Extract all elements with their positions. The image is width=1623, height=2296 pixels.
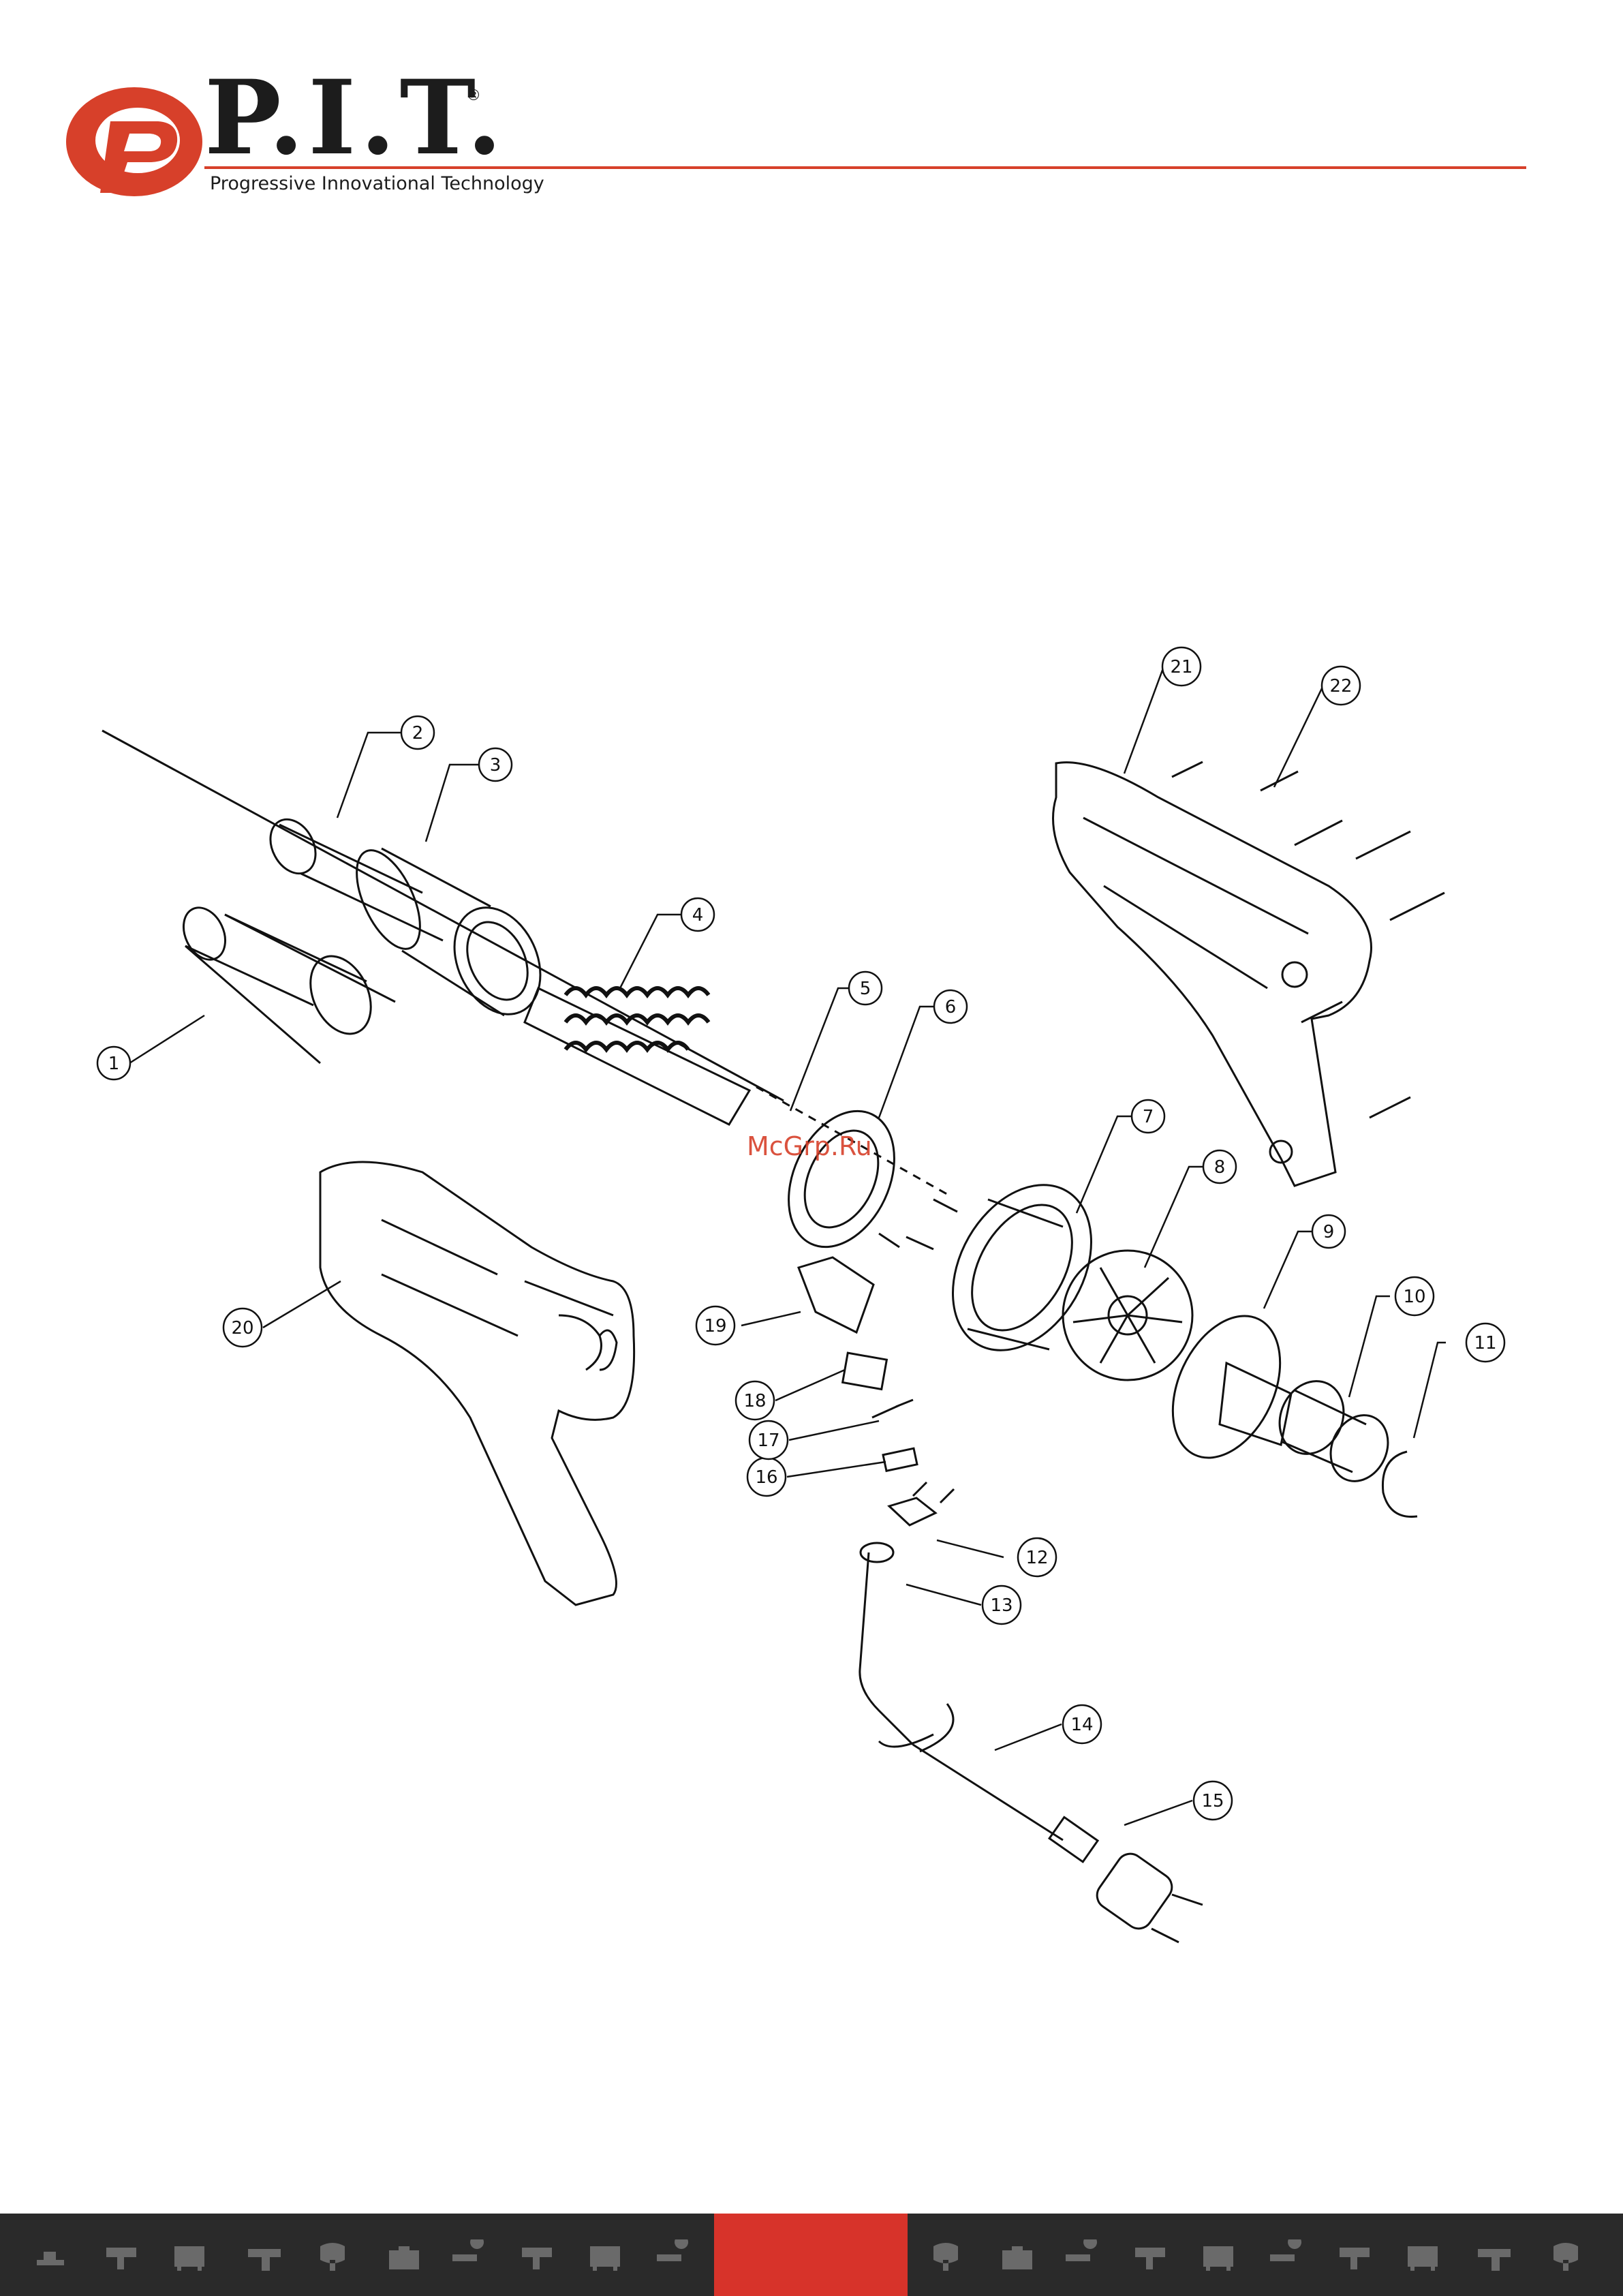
page-footer — [0, 2214, 1623, 2296]
callout-2: 2 — [401, 716, 434, 749]
grinder-icon — [450, 2239, 491, 2274]
svg-text:5: 5 — [860, 979, 871, 999]
svg-text:12: 12 — [1025, 1548, 1048, 1568]
callouts: 1 2 3 4 5 6 7 8 9 10 11 12 13 14 15 16 1… — [97, 647, 1504, 1820]
svg-text:17: 17 — [757, 1430, 779, 1451]
part-motor-bracket — [1151, 1299, 1301, 1475]
callout-20: 20 — [223, 1308, 262, 1347]
drill-icon — [1131, 2239, 1172, 2274]
svg-text:19: 19 — [704, 1316, 726, 1336]
part-screws — [1172, 762, 1444, 1118]
part-clip — [1382, 1452, 1417, 1517]
mixer-icon — [313, 2239, 354, 2274]
hammer-drill-icon — [245, 2239, 286, 2274]
drill-icon — [102, 2239, 143, 2274]
part-heating-element — [525, 988, 749, 1124]
part-mica-flange — [343, 841, 557, 1028]
grinder-icon — [1267, 2239, 1308, 2274]
callout-21: 21 — [1162, 647, 1201, 686]
callout-3: 3 — [479, 748, 512, 781]
svg-text:3: 3 — [490, 755, 501, 776]
svg-text:14: 14 — [1070, 1715, 1093, 1735]
callout-13: 13 — [983, 1586, 1021, 1624]
svg-text:13: 13 — [990, 1595, 1013, 1616]
generator-icon — [1404, 2239, 1444, 2274]
svg-text:8: 8 — [1214, 1157, 1226, 1178]
watermark: McGrp.Ru — [747, 1131, 872, 1161]
callout-4: 4 — [681, 898, 714, 931]
svg-text:15: 15 — [1201, 1791, 1224, 1811]
callout-16: 16 — [747, 1458, 786, 1496]
part-17 — [872, 1400, 913, 1418]
svg-text:6: 6 — [945, 997, 957, 1017]
part-cable — [879, 1704, 1063, 1840]
svg-text:7: 7 — [1143, 1107, 1154, 1127]
callout-1: 1 — [97, 1047, 130, 1080]
generator-icon — [586, 2239, 627, 2274]
part-plug — [1049, 1817, 1203, 1942]
callout-5: 5 — [849, 972, 882, 1005]
callout-14: 14 — [1063, 1705, 1101, 1743]
callout-11: 11 — [1466, 1323, 1504, 1362]
callout-15: 15 — [1194, 1781, 1232, 1820]
callout-6: 6 — [934, 990, 967, 1023]
callout-10: 10 — [1395, 1277, 1434, 1315]
part-housing-right — [1053, 763, 1372, 1186]
part-gasket-ring — [768, 1094, 915, 1264]
callout-7: 7 — [1132, 1100, 1164, 1133]
jigsaw-icon — [34, 2239, 75, 2274]
svg-text:18: 18 — [743, 1391, 766, 1411]
part-18 — [843, 1353, 887, 1389]
callout-17: 17 — [749, 1421, 788, 1459]
svg-text:9: 9 — [1323, 1222, 1335, 1242]
part-nozzle-outer — [176, 901, 395, 1063]
svg-text:20: 20 — [231, 1318, 253, 1338]
drill-icon — [1335, 2239, 1376, 2274]
svg-text:11: 11 — [1474, 1333, 1496, 1353]
part-19 — [799, 1257, 874, 1332]
part-fan-housing — [925, 1160, 1119, 1375]
grinder-icon — [1063, 2239, 1104, 2274]
callout-8: 8 — [1203, 1150, 1236, 1183]
part-motor — [1268, 1371, 1398, 1490]
svg-text:16: 16 — [755, 1467, 777, 1488]
callout-22: 22 — [1322, 667, 1360, 705]
callout-18: 18 — [736, 1381, 774, 1420]
generator-icon — [170, 2239, 211, 2274]
callout-9: 9 — [1312, 1215, 1345, 1248]
callout-19: 19 — [696, 1306, 735, 1345]
toolbox-icon — [385, 2239, 426, 2274]
svg-text:10: 10 — [1403, 1287, 1425, 1307]
part-12 — [889, 1482, 954, 1525]
svg-text:1: 1 — [108, 1054, 120, 1074]
svg-text:4: 4 — [692, 905, 704, 925]
drill-icon — [518, 2239, 559, 2274]
part-16 — [883, 1448, 917, 1471]
svg-text:22: 22 — [1329, 676, 1352, 697]
generator-icon — [1199, 2239, 1240, 2274]
part-impeller — [1063, 1251, 1192, 1380]
mixer-icon — [1547, 2239, 1588, 2274]
hammer-drill-icon — [1475, 2239, 1516, 2274]
toolbox-icon — [998, 2239, 1039, 2274]
svg-text:21: 21 — [1170, 657, 1192, 677]
mixer-icon — [927, 2239, 968, 2274]
callout-12: 12 — [1018, 1538, 1056, 1576]
grinder-icon — [654, 2239, 695, 2274]
part-housing-left — [320, 1162, 634, 1605]
svg-text:2: 2 — [412, 723, 424, 744]
part-cable-sleeve — [860, 1552, 913, 1745]
footer-accent-block — [714, 2214, 908, 2296]
